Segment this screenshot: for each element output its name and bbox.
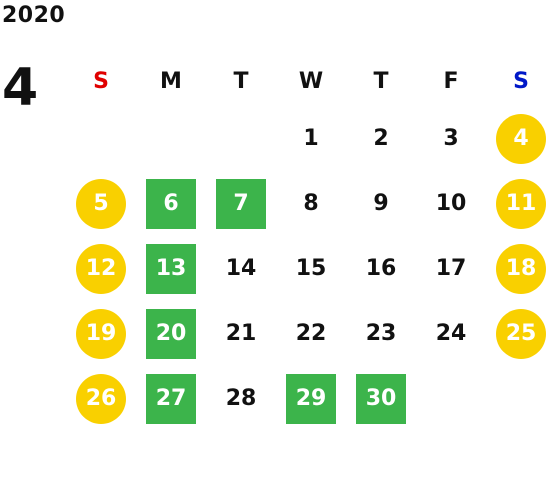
weekday-header-friday: F xyxy=(443,68,459,94)
calendar-day-number: 19 xyxy=(76,308,126,359)
calendar-day[interactable]: 7 xyxy=(206,171,276,236)
calendar-day[interactable]: 11 xyxy=(486,171,548,236)
calendar-empty-cell xyxy=(416,366,486,431)
calendar-day[interactable]: 24 xyxy=(416,301,486,366)
calendar-day[interactable]: 9 xyxy=(346,171,416,236)
calendar-day[interactable]: 10 xyxy=(416,171,486,236)
calendar-day-number xyxy=(426,374,476,424)
weekday-header-sunday: S xyxy=(93,68,109,94)
calendar-day-number xyxy=(496,374,546,424)
calendar-empty-cell xyxy=(136,106,206,171)
weekday-header-wednesday: W xyxy=(298,68,324,94)
calendar-day-number: 7 xyxy=(216,178,266,229)
calendar-day[interactable]: 22 xyxy=(276,301,346,366)
calendar-day-number: 9 xyxy=(373,191,389,216)
month-number: 4 xyxy=(2,58,39,118)
calendar-day[interactable]: 16 xyxy=(346,236,416,301)
calendar-day-number xyxy=(146,114,196,164)
calendar-day[interactable]: 23 xyxy=(346,301,416,366)
calendar-day-number: 20 xyxy=(146,308,196,359)
calendar-empty-cell xyxy=(66,106,136,171)
calendar-day[interactable]: 4 xyxy=(486,106,548,171)
weekday-header-monday: M xyxy=(160,68,182,94)
calendar-day-number: 28 xyxy=(225,386,257,411)
calendar-day[interactable]: 15 xyxy=(276,236,346,301)
calendar-day[interactable]: 1 xyxy=(276,106,346,171)
calendar-day-number: 27 xyxy=(146,373,196,424)
calendar-day-number: 22 xyxy=(295,321,327,346)
calendar-day-number: 2 xyxy=(373,126,389,151)
calendar-day-number: 30 xyxy=(356,373,406,424)
weekday-header-thursday: T xyxy=(373,68,389,94)
calendar-day[interactable]: 20 xyxy=(136,301,206,366)
calendar-day-number: 21 xyxy=(225,321,257,346)
calendar-day[interactable]: 28 xyxy=(206,366,276,431)
calendar-day[interactable]: 21 xyxy=(206,301,276,366)
calendar-empty-cell xyxy=(486,366,548,431)
calendar-day[interactable]: 2 xyxy=(346,106,416,171)
calendar-day[interactable]: 26 xyxy=(66,366,136,431)
calendar-day[interactable]: 27 xyxy=(136,366,206,431)
calendar-day-number: 26 xyxy=(76,373,126,424)
calendar-empty-cell xyxy=(206,106,276,171)
calendar-day-number: 10 xyxy=(435,191,467,216)
calendar-day-number: 6 xyxy=(146,178,196,229)
calendar-day[interactable]: 12 xyxy=(66,236,136,301)
calendar-day-number: 18 xyxy=(496,243,546,294)
calendar-day[interactable]: 6 xyxy=(136,171,206,236)
calendar-day-number: 23 xyxy=(365,321,397,346)
calendar-day-number: 29 xyxy=(286,373,336,424)
calendar-day-number: 16 xyxy=(365,256,397,281)
calendar-day-number xyxy=(216,114,266,164)
year-label: 2020 xyxy=(2,3,66,28)
calendar-day-number: 4 xyxy=(496,113,546,164)
calendar-day[interactable]: 19 xyxy=(66,301,136,366)
calendar-day-number: 8 xyxy=(303,191,319,216)
calendar-day-number: 24 xyxy=(435,321,467,346)
calendar-day-number xyxy=(76,114,126,164)
calendar-day[interactable]: 30 xyxy=(346,366,416,431)
calendar-day[interactable]: 13 xyxy=(136,236,206,301)
calendar-day-number: 5 xyxy=(76,178,126,229)
calendar-day[interactable]: 29 xyxy=(276,366,346,431)
calendar-day[interactable]: 14 xyxy=(206,236,276,301)
calendar-day[interactable]: 17 xyxy=(416,236,486,301)
calendar-day-number: 17 xyxy=(435,256,467,281)
calendar-day[interactable]: 25 xyxy=(486,301,548,366)
calendar-day-number: 14 xyxy=(225,256,257,281)
calendar-day[interactable]: 8 xyxy=(276,171,346,236)
calendar-day[interactable]: 5 xyxy=(66,171,136,236)
calendar-day-number: 25 xyxy=(496,308,546,359)
weekday-header-tuesday: T xyxy=(233,68,249,94)
calendar-day-number: 3 xyxy=(443,126,459,151)
calendar-day-number: 11 xyxy=(496,178,546,229)
calendar-day[interactable]: 18 xyxy=(486,236,548,301)
calendar-day[interactable]: 3 xyxy=(416,106,486,171)
calendar-day-number: 1 xyxy=(303,126,319,151)
weekday-header-saturday: S xyxy=(513,68,529,94)
calendar-day-number: 15 xyxy=(295,256,327,281)
calendar-day-number: 13 xyxy=(146,243,196,294)
calendar-day-number: 12 xyxy=(76,243,126,294)
